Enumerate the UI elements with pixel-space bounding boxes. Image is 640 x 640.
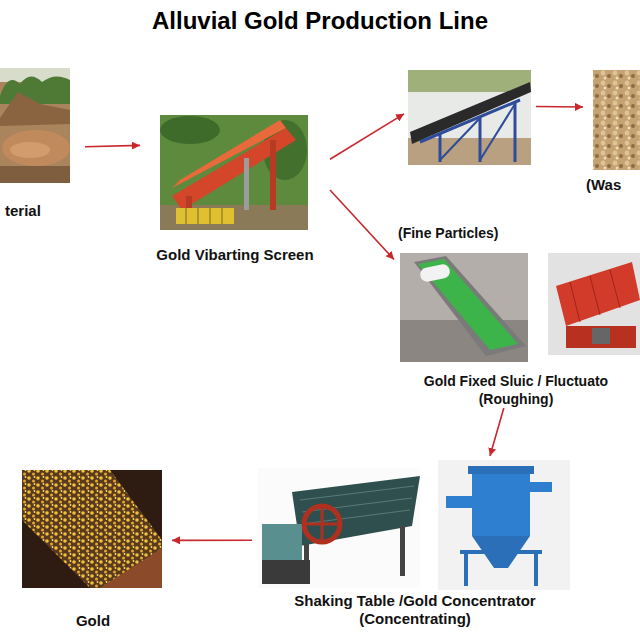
illustration-part xyxy=(556,262,640,326)
illustration-part xyxy=(244,158,249,210)
fluctuating-sluice-photo xyxy=(548,253,640,355)
illustration-part xyxy=(210,208,211,224)
illustration-part xyxy=(262,524,302,560)
illustration-part xyxy=(472,470,530,536)
illustration-part xyxy=(479,117,482,162)
illustration-part xyxy=(302,510,410,524)
illustration-part xyxy=(160,115,308,230)
illustration-part xyxy=(198,208,199,224)
illustration-part xyxy=(408,70,531,165)
shaking-table-photo xyxy=(258,468,420,588)
illustration-part xyxy=(593,70,640,170)
illustration-part xyxy=(0,166,70,183)
illustration-part xyxy=(400,253,528,362)
illustration-part xyxy=(0,68,70,183)
illustration-part xyxy=(186,208,187,224)
illustration-part xyxy=(414,256,526,356)
stage-box: (Was xyxy=(583,66,638,194)
illustration-part xyxy=(0,76,70,104)
illustration-part xyxy=(460,550,542,554)
stage-box: Gold Vibarting Screen xyxy=(140,110,330,264)
illustration-part xyxy=(419,263,451,283)
illustration-part xyxy=(22,470,162,588)
illustration-part xyxy=(514,102,517,162)
illustration-part xyxy=(222,208,223,224)
stage-caption: Gold Fixed Sluic / Fluctuato (Roughing) xyxy=(394,372,638,408)
belt-conveyor-photo xyxy=(408,70,531,165)
illustration-part xyxy=(160,205,308,230)
illustration-part xyxy=(400,526,405,576)
flow-arrow xyxy=(330,190,394,259)
stage-caption: terial xyxy=(2,202,88,220)
stage-caption: Gold Vibarting Screen xyxy=(140,246,330,264)
illustration-part xyxy=(530,482,552,492)
illustration-part xyxy=(590,276,600,315)
illustration-part xyxy=(566,326,636,348)
illustration-part xyxy=(172,120,286,188)
stage-box xyxy=(404,66,536,170)
flow-arrow xyxy=(330,114,404,159)
illustration-part xyxy=(270,140,276,210)
flow-arrow xyxy=(172,539,252,541)
stage-caption: (Was xyxy=(583,176,640,194)
gold-grains-photo xyxy=(22,470,162,588)
illustration-part xyxy=(0,92,70,126)
illustration-part xyxy=(610,270,620,308)
flow-label: (Fine Particles) xyxy=(396,225,500,242)
illustration-part xyxy=(10,142,50,158)
illustration-part xyxy=(408,70,531,92)
illustration-part xyxy=(100,548,162,588)
gold-concentrator-photo xyxy=(438,460,570,590)
illustration-part xyxy=(160,116,220,144)
flow-arrow xyxy=(536,106,583,108)
stage-box: Shaking Table /Gold Concentrator (Concen… xyxy=(252,456,578,628)
illustration-part xyxy=(22,470,162,588)
stage-box: Gold xyxy=(14,464,172,630)
illustration-part xyxy=(321,506,324,542)
fixed-sluice-photo xyxy=(400,253,528,362)
flow-arrow xyxy=(85,145,140,146)
illustration-part xyxy=(176,208,234,224)
waste-gravel-photo xyxy=(593,70,640,170)
illustration-part xyxy=(258,468,420,588)
illustration-part xyxy=(464,550,468,586)
illustration-part xyxy=(438,460,570,590)
stage-box: terial xyxy=(2,64,85,220)
illustration-part xyxy=(408,138,531,165)
illustration-part xyxy=(2,130,70,166)
stage-caption: Gold xyxy=(14,612,172,630)
illustration-part xyxy=(534,550,538,586)
illustration-part xyxy=(480,104,515,160)
illustration-part xyxy=(570,282,580,322)
vibrating-screen-photo xyxy=(160,115,308,230)
flow-arrow xyxy=(490,408,504,456)
stage-caption: Shaking Table /Gold Concentrator (Concen… xyxy=(252,592,578,628)
illustration-part xyxy=(468,466,534,474)
stage-box: Gold Fixed Sluic / Fluctuato (Roughing) xyxy=(394,250,638,408)
illustration-part xyxy=(592,328,610,344)
diagram-title: Alluvial Gold Production Line xyxy=(0,6,640,36)
illustration-part xyxy=(300,486,414,500)
illustration-part xyxy=(304,506,340,542)
raw-material-photo xyxy=(0,68,70,183)
illustration-part xyxy=(548,253,640,355)
illustration-part xyxy=(410,82,531,144)
illustration-part xyxy=(418,259,518,350)
illustration-part xyxy=(446,496,474,508)
illustration-part xyxy=(440,118,480,160)
illustration-part xyxy=(262,560,310,584)
